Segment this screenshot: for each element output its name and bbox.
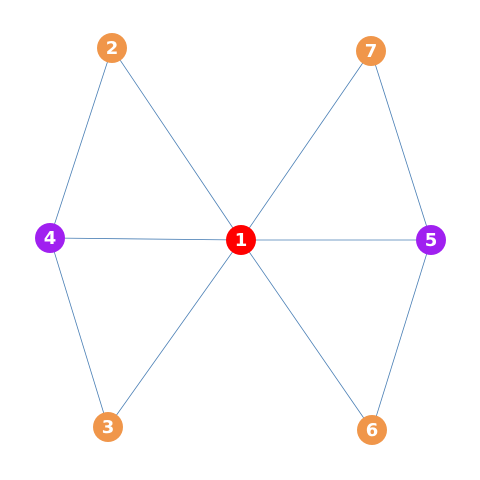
node-label-6: 6 xyxy=(366,420,379,441)
node-circle-2 xyxy=(97,33,127,63)
edge-1-2 xyxy=(111,47,242,241)
node-label-7: 7 xyxy=(365,41,378,62)
edge-layer xyxy=(49,47,432,431)
edge-5-6 xyxy=(371,239,432,431)
edge-5-7 xyxy=(370,50,432,241)
node-circle-3 xyxy=(93,412,123,442)
node-circle-7 xyxy=(356,36,386,66)
node-7: 7 xyxy=(356,36,386,66)
node-circle-4 xyxy=(35,223,65,253)
node-6: 6 xyxy=(357,415,387,445)
node-3: 3 xyxy=(93,412,123,442)
node-label-2: 2 xyxy=(106,38,119,59)
node-circle-5 xyxy=(416,225,446,255)
edge-1-4 xyxy=(49,237,242,241)
node-5: 5 xyxy=(416,225,446,255)
node-layer: 1 2 3 4 5 6 7 xyxy=(35,33,446,445)
node-label-1: 1 xyxy=(235,230,248,251)
node-circle-6 xyxy=(357,415,387,445)
node-label-4: 4 xyxy=(44,228,57,249)
node-circle-1 xyxy=(226,225,256,255)
edge-1-3 xyxy=(107,239,242,428)
edge-1-7 xyxy=(240,50,372,241)
edge-3-4 xyxy=(49,237,109,428)
edge-1-6 xyxy=(240,239,373,431)
node-label-5: 5 xyxy=(425,230,438,251)
node-label-3: 3 xyxy=(102,417,115,438)
node-4: 4 xyxy=(35,223,65,253)
node-2: 2 xyxy=(97,33,127,63)
edge-2-4 xyxy=(49,47,113,239)
node-1: 1 xyxy=(226,225,256,255)
